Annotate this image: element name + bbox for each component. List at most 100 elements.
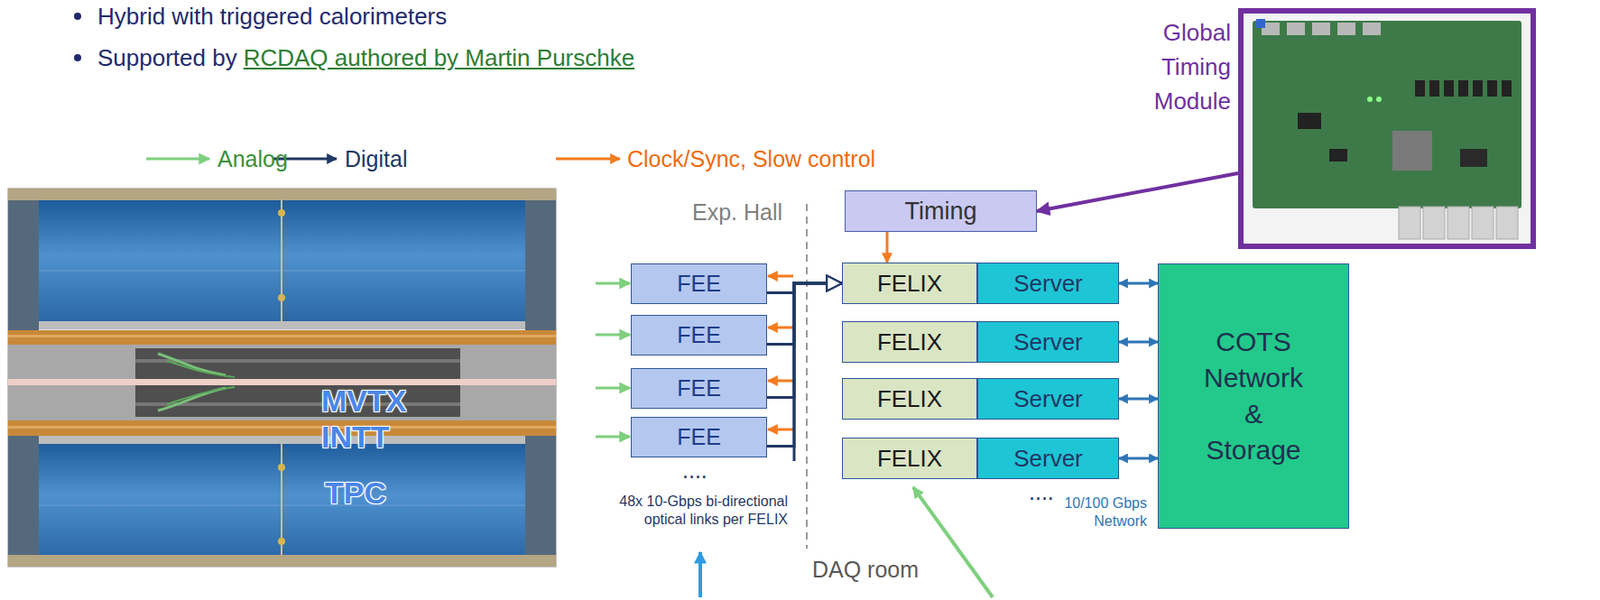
board-photo <box>1252 20 1522 209</box>
box-label: FELIX <box>877 328 943 356</box>
link-note: 48x 10-Gbps bi-directional optical links… <box>584 492 788 529</box>
legend-sample <box>555 157 620 161</box>
detector-label: INTT <box>321 418 390 455</box>
detector-illustration <box>8 379 556 386</box>
clock-arrows <box>767 275 794 278</box>
server-box: Server <box>977 262 1120 305</box>
box-label: COTS Network & Storage <box>1197 323 1311 469</box>
analog-arrows <box>595 387 630 390</box>
server-box: Server <box>977 378 1120 420</box>
board-photo <box>1501 80 1512 97</box>
connector <box>1119 341 1158 344</box>
clock-arrows <box>767 276 794 430</box>
box-label: Server <box>1013 269 1083 297</box>
board-photo <box>1458 80 1469 97</box>
bullet-text: Supported by <box>97 43 238 73</box>
detector-label: MVTX <box>321 382 407 419</box>
detector-illustration <box>38 321 526 330</box>
detector-illustration <box>38 442 526 560</box>
analog-arrows <box>595 283 630 437</box>
legend-text: Digital <box>344 145 407 173</box>
server-box: Server <box>977 437 1120 480</box>
detector-illustration <box>8 420 556 436</box>
board-photo <box>1243 13 1531 244</box>
connector <box>767 283 842 398</box>
connector <box>1119 457 1158 461</box>
felix-box: FELIX <box>841 321 978 363</box>
box-label: Server <box>1013 328 1083 356</box>
connector <box>767 283 842 447</box>
detector-illustration <box>8 344 556 421</box>
board-photo <box>1443 80 1454 97</box>
detector-illustration <box>8 330 556 345</box>
detector-illustration <box>166 360 235 378</box>
board-photo <box>1398 206 1421 240</box>
detector-illustration <box>166 387 235 405</box>
analog-arrows <box>595 282 630 286</box>
board-photo <box>1329 148 1348 162</box>
bullet-dots <box>73 54 82 62</box>
box-label: FELIX <box>877 444 943 472</box>
felix-box: FELIX <box>841 262 978 305</box>
board-photo <box>1471 206 1494 240</box>
board-photo <box>1429 80 1440 97</box>
felix-box: FELIX <box>841 437 978 480</box>
area-label: DAQ room <box>812 555 919 584</box>
area-divider <box>805 203 808 549</box>
clock-arrows <box>767 379 794 383</box>
board-photo <box>1362 22 1381 36</box>
fee-box: FEE <box>630 263 768 305</box>
box-label: FEE <box>676 424 722 451</box>
ellipsis: .... <box>1028 478 1055 507</box>
clock-arrows <box>767 326 794 330</box>
box-label: FEE <box>676 375 722 402</box>
board-photo <box>1472 80 1483 97</box>
box-label: FEE <box>676 270 722 297</box>
box-label: FEE <box>676 322 722 349</box>
box-label: Timing <box>904 197 977 226</box>
pointer-arrow <box>913 487 993 598</box>
analog-arrows <box>595 333 630 337</box>
board-photo <box>1487 80 1498 97</box>
detector-illustration <box>280 200 283 322</box>
connector <box>1119 282 1158 286</box>
board-photo <box>1496 206 1518 240</box>
fee-box: FEE <box>630 416 768 458</box>
connector <box>767 283 842 345</box>
fee-box: FEE <box>630 368 768 409</box>
legend-text: Analog <box>217 145 288 173</box>
detector-label: TPC <box>324 474 387 511</box>
detector-illustration <box>157 353 226 376</box>
felix-box: FELIX <box>841 378 978 420</box>
connector <box>886 231 889 263</box>
bullet-dots <box>73 12 82 20</box>
connector <box>767 283 842 294</box>
board-photo <box>1367 96 1373 102</box>
ellipsis: .... <box>682 456 708 485</box>
detector-illustration <box>277 209 286 217</box>
box-label: FELIX <box>877 269 943 297</box>
board-photo <box>1392 130 1433 171</box>
board-photo <box>1256 18 1266 28</box>
board-photo <box>1415 80 1425 97</box>
detector-illustration <box>8 188 556 567</box>
detector-illustration <box>8 188 556 567</box>
detector-illustration <box>8 554 556 567</box>
board-photo <box>1286 22 1305 36</box>
board-photo <box>1423 206 1445 240</box>
timing-module-photo: Global Timing Module <box>1238 8 1536 250</box>
detector-illustration <box>8 425 556 429</box>
detector-illustration <box>38 435 526 444</box>
box-label: Server <box>1013 444 1083 472</box>
detector-illustration <box>8 188 556 201</box>
board-photo <box>1460 148 1488 167</box>
detector-illustration <box>38 200 526 324</box>
connector <box>1119 397 1158 401</box>
board-photo <box>1312 22 1331 36</box>
server-box: Server <box>977 321 1120 363</box>
detector-illustration <box>277 463 286 472</box>
board-photo <box>1447 206 1470 240</box>
detector-illustration <box>157 388 226 411</box>
bullet-dots <box>73 12 82 62</box>
